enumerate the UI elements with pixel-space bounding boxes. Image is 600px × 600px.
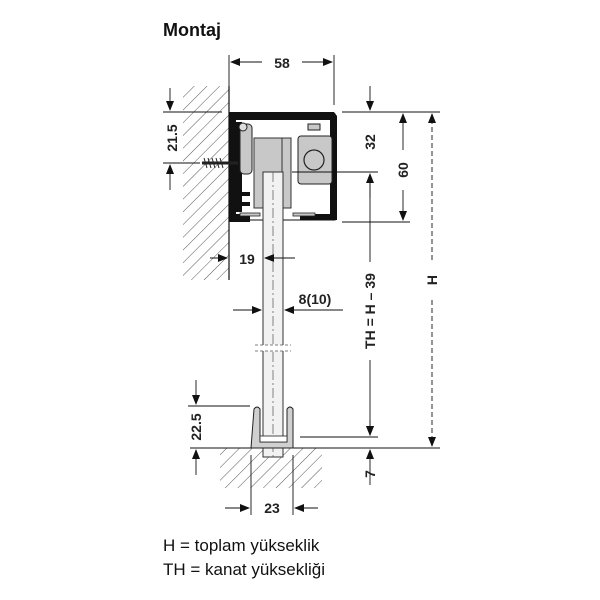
dim-7: 7 — [362, 470, 378, 478]
dim-60: 60 — [395, 162, 411, 178]
dim-22-5: 22.5 — [188, 413, 204, 440]
dim-19: 19 — [239, 251, 255, 267]
legend-h: H = toplam yükseklik — [163, 536, 320, 555]
floor — [190, 447, 440, 488]
dim-58: 58 — [274, 55, 290, 71]
legend-th: TH = kanat yüksekliği — [163, 560, 326, 579]
dim-23: 23 — [264, 500, 280, 516]
dim-h: H — [424, 275, 440, 285]
floor-guide — [250, 406, 294, 449]
diagram-title: Montaj — [163, 20, 221, 40]
dim-21-5: 21.5 — [164, 124, 180, 151]
wall — [183, 86, 230, 280]
screw-icon — [202, 157, 238, 169]
dim-8-10: 8(10) — [299, 291, 332, 307]
dim-th: TH = H – 39 — [362, 273, 378, 349]
dim-32: 32 — [362, 134, 378, 150]
glass-panel — [255, 171, 291, 460]
